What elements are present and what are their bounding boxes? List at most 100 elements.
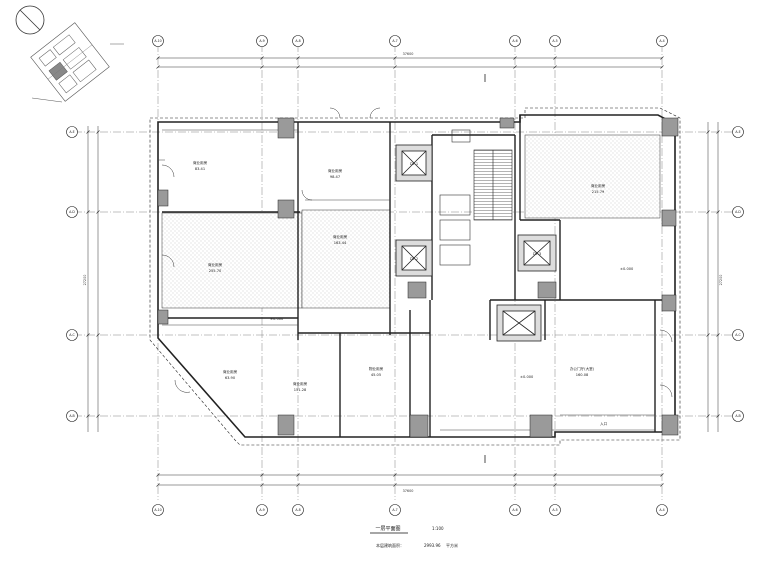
room-name: 商业用房 [208, 262, 223, 267]
drawing-title: 一层平面图 [375, 526, 400, 532]
entrance-label: 入口 [600, 421, 608, 426]
grid-bubbles-left: A-E A-D A-C A-B [66, 126, 78, 422]
grid-bubble-label: A-D [69, 210, 75, 214]
grid-bubble: A-E [732, 126, 744, 138]
room-name: 商业用房 [333, 234, 348, 239]
grid-bubble: A-C [732, 329, 744, 341]
room-name: 商业用房 [328, 168, 343, 173]
grid-bubble-label: A-4 [659, 508, 664, 512]
room-name: 物业用房 [369, 366, 384, 371]
level-marks: ±0.000 ±0.000 ±0.000 入口 [270, 267, 634, 426]
dimension-left-total: 27200 [83, 275, 87, 286]
grid-bubble-label: A-10 [154, 508, 161, 512]
grid-bubble-label: A-B [735, 414, 740, 418]
room-area: 98.47 [330, 175, 340, 179]
grid-bubble: A-9 [256, 35, 268, 47]
room-area: 160.08 [576, 373, 589, 377]
grid-bubble-label: A-9 [259, 39, 264, 43]
grid-bubble: A-5 [549, 35, 561, 47]
grid-bubble: A-6 [509, 35, 521, 47]
grid-bubble: A-9 [256, 504, 268, 516]
room-area: 215.79 [592, 190, 605, 194]
structural-column [661, 117, 679, 137]
floor-area-value: 2993.96 [424, 543, 441, 548]
shop-zone-hatched [161, 212, 303, 309]
grid-bubbles-bottom: A-10 A-9 A-8 A-7 A-6 A-5 A-4 [152, 504, 668, 516]
elevator-label: DT-3 [533, 252, 541, 256]
structural-column [661, 414, 679, 436]
grid-bubble-label: A-8 [295, 508, 300, 512]
doors [161, 107, 673, 398]
elevator-core [395, 144, 557, 342]
grid-bubble: A-D [732, 206, 744, 218]
room-name: 商业用房 [293, 381, 308, 386]
grid-bubble: A-6 [509, 504, 521, 516]
north-arrow-icon [15, 5, 45, 35]
structural-column [277, 414, 295, 436]
room-area: 63.90 [225, 376, 236, 380]
structural-column [661, 209, 677, 227]
shop-zone-hatched [301, 209, 391, 309]
grid-bubble: A-10 [152, 35, 164, 47]
structural-column [277, 117, 295, 139]
grid-bubble: A-7 [389, 504, 401, 516]
structural-columns [157, 117, 679, 438]
dimension-bottom-total: 37600 [403, 489, 414, 493]
floor-area-label: 本层建筑面积： [376, 542, 404, 548]
room-area: 163.44 [334, 241, 347, 245]
grid-bubble-label: A-C [69, 333, 75, 337]
structural-column [407, 281, 427, 299]
grid-bubble: A-7 [389, 35, 401, 47]
structural-column [157, 189, 169, 207]
structural-column [529, 414, 553, 438]
grid-bubble: A-B [66, 410, 78, 422]
grid-bubble-label: A-5 [552, 508, 557, 512]
floor-area-unit: 平方米 [446, 542, 458, 548]
grid-bubbles-top: A-10 A-9 A-8 A-7 A-6 A-5 A-4 [152, 35, 668, 47]
grid-bubble: A-D [66, 206, 78, 218]
dimension-top-total: 37600 [403, 52, 414, 56]
grid-bubble: A-E [66, 126, 78, 138]
dimension-ticks [86, 56, 720, 487]
grid-bubble-label: A-D [735, 210, 741, 214]
grid-bubble: A-8 [292, 504, 304, 516]
grid-bubble-label: A-4 [659, 39, 664, 43]
elevator-label: DT-2 [410, 257, 418, 261]
structural-column [277, 199, 295, 219]
level-mark: ±0.000 [270, 317, 284, 321]
grid-bubble-label: A-6 [512, 508, 517, 512]
grid-bubble-label: A-7 [392, 39, 397, 43]
grid-bubble-label: A-10 [154, 39, 161, 43]
room-area: 45.05 [371, 373, 381, 377]
shop-zone-hatched [524, 134, 661, 219]
grid-bubble: A-10 [152, 504, 164, 516]
drawing-scale: 1:100 [432, 526, 444, 531]
grid-bubble-label: A-C [735, 333, 741, 337]
level-mark: ±0.000 [620, 267, 634, 271]
grid-bubble: A-8 [292, 35, 304, 47]
dimension-lines [87, 57, 719, 486]
room-name: 办公门厅(大堂) [570, 366, 595, 371]
room-area: 151.28 [294, 388, 307, 392]
grid-bubble: A-B [732, 410, 744, 422]
grid-bubble: A-4 [656, 504, 668, 516]
structural-column [409, 414, 429, 438]
site-key-map [30, 22, 110, 102]
title-block: 一层平面图 1:100 本层建筑面积： 2993.96 平方米 [370, 526, 458, 548]
level-mark: ±0.000 [520, 375, 534, 379]
room-area: 255.70 [209, 269, 222, 273]
room-name: 商业用房 [193, 160, 208, 165]
grid-bubble-label: A-5 [552, 39, 557, 43]
grid-bubble-label: A-9 [259, 508, 264, 512]
structural-column [661, 294, 677, 312]
structural-column [157, 309, 169, 325]
structural-column [537, 281, 557, 299]
elevator-label: DT-1 [410, 162, 418, 166]
grid-bubbles-right: A-E A-D A-C A-B [732, 126, 744, 422]
grid-bubble-label: A-8 [295, 39, 300, 43]
dimension-right-total: 27200 [719, 275, 723, 286]
grid-bubble-label: A-B [69, 414, 74, 418]
room-area: 83.41 [195, 167, 205, 171]
key-plan [15, 5, 124, 103]
